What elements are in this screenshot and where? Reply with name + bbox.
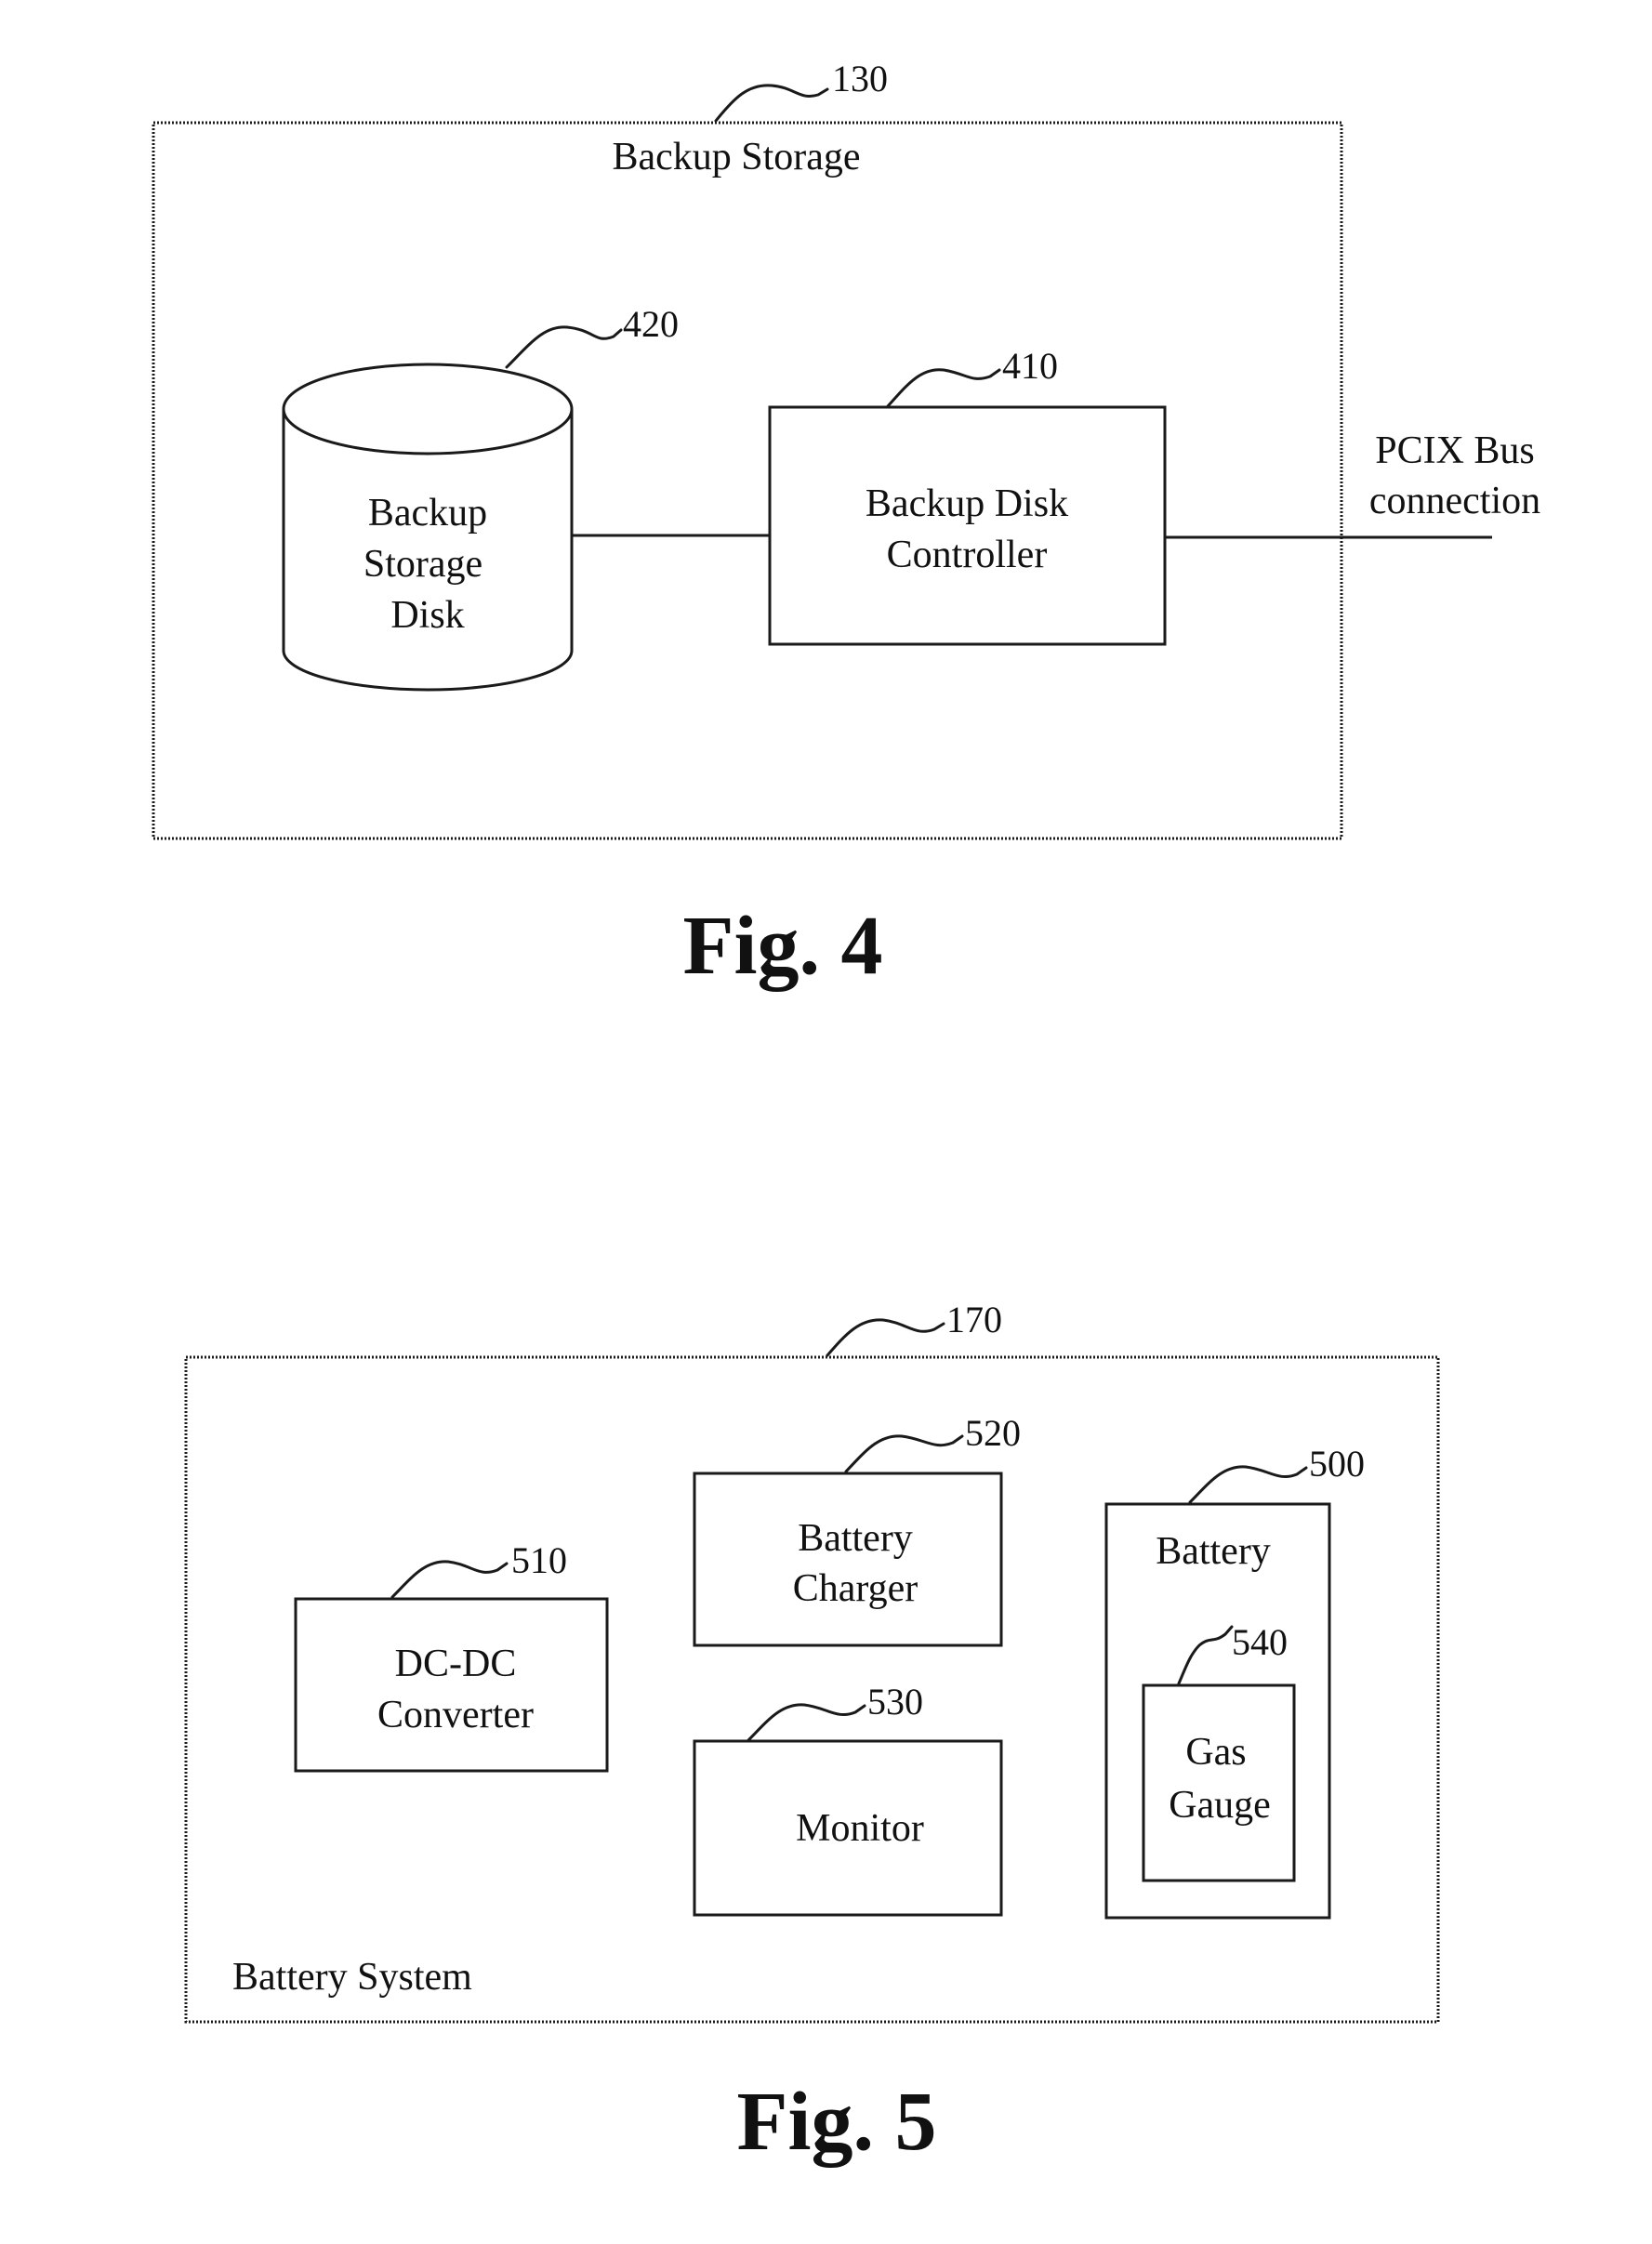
- ref-540-leader: [1179, 1627, 1232, 1683]
- ref-510-leader: [392, 1562, 507, 1597]
- monitor: Monitor: [694, 1741, 1001, 1915]
- ref-500-leader: [1190, 1467, 1306, 1502]
- gas-gauge-label-line1: Gas: [1185, 1731, 1246, 1774]
- battery: Battery Gas Gauge: [1106, 1504, 1329, 1918]
- pcix-bus-label-line1: PCIX Bus: [1375, 429, 1535, 472]
- ref-520: 520: [965, 1412, 1021, 1454]
- controller-label-line1: Backup Disk: [866, 482, 1068, 525]
- disk-label-line2: Storage: [363, 543, 482, 586]
- backup-storage-container: [153, 123, 1341, 838]
- battery-system-title: Battery System: [232, 1956, 472, 1999]
- gas-gauge-box: [1143, 1685, 1294, 1881]
- monitor-label: Monitor: [796, 1807, 924, 1850]
- gas-gauge: Gas Gauge: [1143, 1685, 1294, 1881]
- ref-170: 170: [946, 1299, 1002, 1340]
- ref-130-leader: [716, 86, 827, 121]
- fig5-caption: Fig. 5: [737, 2076, 937, 2168]
- ref-540: 540: [1232, 1621, 1288, 1663]
- ref-530-leader: [748, 1705, 865, 1740]
- fig4-caption: Fig. 4: [683, 900, 883, 992]
- disk-label-line1: Backup: [368, 492, 487, 535]
- controller-box: [770, 407, 1165, 644]
- battery-system-container: [186, 1357, 1438, 2022]
- ref-170-leader: [827, 1320, 944, 1355]
- battery-charger: Battery Charger: [694, 1473, 1001, 1645]
- gas-gauge-label-line2: Gauge: [1169, 1784, 1271, 1827]
- ref-510: 510: [511, 1539, 567, 1581]
- ref-130: 130: [832, 58, 888, 99]
- converter-label-line2: Converter: [377, 1694, 534, 1736]
- disk-label-line3: Disk: [390, 594, 464, 637]
- ref-520-leader: [846, 1436, 962, 1472]
- ref-420-leader: [507, 327, 621, 367]
- ref-500: 500: [1309, 1443, 1365, 1485]
- pcix-bus-label-line2: connection: [1369, 480, 1540, 522]
- backup-storage-disk: Backup Storage Disk: [284, 364, 572, 690]
- ref-410: 410: [1002, 345, 1058, 387]
- backup-storage-title: Backup Storage: [612, 136, 860, 178]
- charger-label-line1: Battery: [798, 1517, 913, 1560]
- converter-label-line1: DC-DC: [395, 1643, 517, 1685]
- battery-label: Battery: [1156, 1530, 1271, 1573]
- disk-top: [284, 364, 572, 454]
- ref-530: 530: [867, 1681, 923, 1723]
- fig4: 130 Backup Storage Backup Storage Disk 4…: [153, 58, 1540, 992]
- ref-420: 420: [623, 303, 679, 345]
- backup-disk-controller: Backup Disk Controller: [770, 407, 1165, 644]
- fig5: 170 Battery System DC-DC Converter 510 B…: [186, 1299, 1438, 2168]
- dc-dc-converter: DC-DC Converter: [296, 1599, 607, 1771]
- controller-label-line2: Controller: [887, 534, 1048, 576]
- ref-410-leader: [888, 370, 999, 406]
- charger-label-line2: Charger: [793, 1567, 919, 1610]
